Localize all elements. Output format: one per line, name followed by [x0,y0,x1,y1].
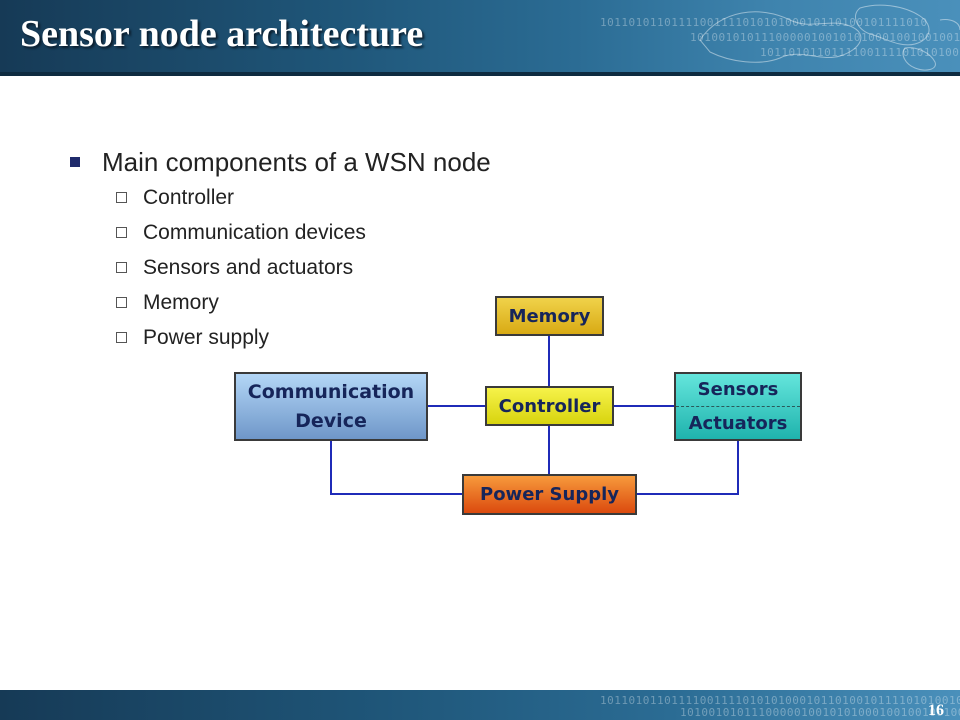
memory-label: Memory [508,305,591,327]
power-supply-block: Power Supply [462,474,637,515]
page-number: 16 [928,702,944,719]
sub-bullet-memory: Memory [116,285,491,320]
sub-bullet-controller: Controller [116,180,491,215]
sensors-actuators-divider [676,406,800,407]
actuators-label: Actuators [688,413,788,434]
header-divider [0,72,960,76]
sensors-label: Sensors [697,379,779,400]
filled-square-bullet-icon [70,157,80,167]
binary-pattern-text: 10110101101111001111010101000101 [760,46,960,59]
communication-device-block: Communication Device [234,372,428,441]
sub-bullet-text: Communication devices [143,220,366,244]
sub-bullet-power: Power supply [116,320,491,355]
bullet-main-item: Main components of a WSN node [70,144,491,180]
slide-title: Sensor node architecture [20,13,424,55]
communication-label-line2: Device [295,409,367,432]
controller-block: Controller [485,386,614,426]
controller-label: Controller [498,395,601,417]
sub-bullet-communication: Communication devices [116,215,491,250]
hollow-square-bullet-icon [116,262,127,273]
sub-bullet-text: Memory [143,290,219,314]
connector-sensors-power [637,441,739,495]
hollow-square-bullet-icon [116,297,127,308]
sub-bullet-text: Power supply [143,325,270,349]
sub-bullet-sensors: Sensors and actuators [116,250,491,285]
bullet-list: Main components of a WSN node Controller… [70,144,491,355]
memory-block: Memory [495,296,604,336]
power-supply-label: Power Supply [480,484,619,505]
hollow-square-bullet-icon [116,192,127,203]
hollow-square-bullet-icon [116,332,127,343]
binary-pattern-text: 1010010101110000010010101000100100100100… [680,706,960,719]
bullet-main-text: Main components of a WSN node [102,146,491,177]
sensors-actuators-block: Sensors Actuators [674,372,802,441]
sub-bullet-text: Sensors and actuators [143,255,354,279]
communication-label-line1: Communication [247,380,415,403]
binary-pattern-text: 1010010101110000010010101000100100100100… [690,31,960,44]
binary-pattern-text: 1011010110111100111101010100010110100101… [600,16,928,29]
connector-communication-power [330,441,462,495]
sub-bullet-text: Controller [143,185,235,209]
slide-header: 10110101101111001111010101000101 10100101… [0,0,960,72]
slide-footer: 1011010110111100111101010100010110100101… [0,690,960,720]
hollow-square-bullet-icon [116,227,127,238]
sub-bullet-list: Controller Communication devices Sensors… [116,180,491,355]
binary-pattern-text: 1011010110111100111101010100010110100101… [600,694,960,707]
